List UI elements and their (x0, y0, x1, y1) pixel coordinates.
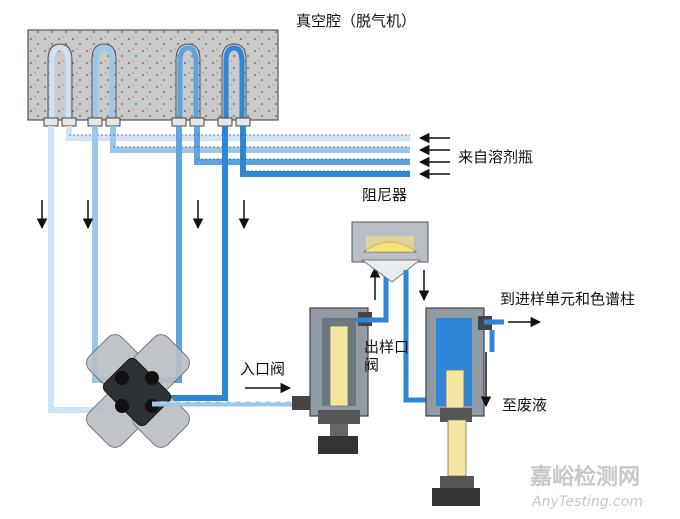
watermark-cn: 嘉峪检测网 (530, 464, 640, 490)
downflow-arrows (36, 200, 250, 230)
pump-head-2 (425, 307, 492, 506)
inlet-valve-label: 入口阀 (240, 360, 285, 378)
pump-head-1 (292, 307, 372, 454)
damper-label: 阻尼器 (362, 186, 407, 204)
damper (351, 221, 429, 283)
solvent-inflow-arrows (418, 132, 450, 180)
outlet-valve-label-line2: 阀 (364, 356, 379, 374)
solvent-inlet-lines (66, 126, 410, 177)
outlet-valve-label-line1: 出样口 (364, 338, 409, 356)
solvent-bottle-label: 来自溶剂瓶 (458, 148, 533, 166)
outlet-line (484, 319, 504, 352)
vacuum-chamber (27, 29, 279, 127)
to-pump2-line (403, 270, 432, 403)
watermark-en: AnyTesting.com (531, 494, 643, 510)
vacuum-chamber-label: 真空腔（脱气机） (296, 12, 416, 30)
waste-label: 至废液 (502, 396, 547, 414)
proportioning-valve (86, 334, 190, 448)
injector-column-label: 到进样单元和色谱柱 (500, 290, 635, 308)
